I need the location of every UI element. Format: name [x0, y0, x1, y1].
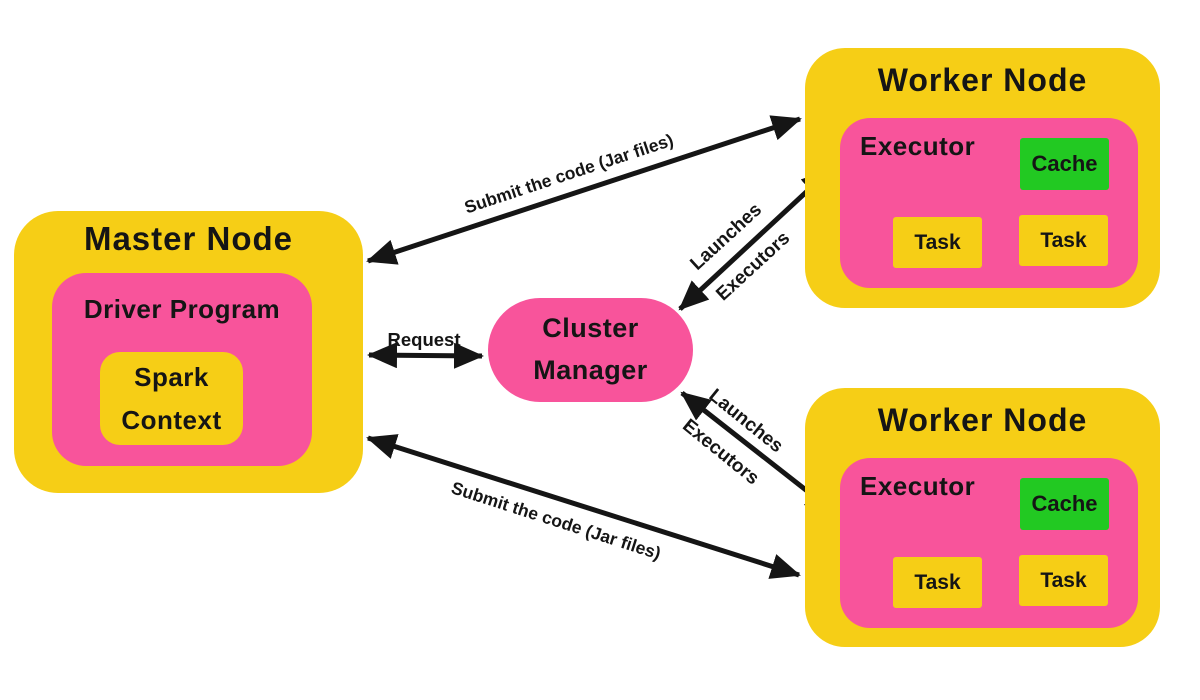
executor-top-label: Executor — [860, 131, 976, 161]
launches-executors-bottom-label: Launches Executors — [672, 377, 794, 497]
task-box: Task — [893, 217, 982, 268]
task-box: Task — [1019, 555, 1108, 606]
spark-context-line1: Spark — [134, 362, 209, 393]
task-box: Task — [893, 557, 982, 608]
worker-node-top-box: Worker Node Executor Cache Task Task — [805, 48, 1160, 308]
cache-top-box: Cache — [1020, 138, 1109, 190]
executor-bottom-label: Executor — [860, 471, 976, 501]
cluster-manager-box: Cluster Manager — [488, 298, 693, 402]
cluster-manager-line1: Cluster — [542, 313, 639, 344]
worker-node-top-title: Worker Node — [877, 62, 1088, 98]
driver-program-box: Driver Program Spark Context — [52, 273, 312, 466]
executor-top-box: Executor Cache Task Task — [840, 118, 1138, 288]
cluster-manager-line2: Manager — [533, 355, 648, 385]
executor-bottom-box: Executor Cache Task Task — [840, 458, 1138, 628]
request-label: Request — [387, 329, 461, 350]
submit-code-top-label: Submit the code (Jar files) — [461, 129, 676, 218]
worker-node-bottom-box: Worker Node Executor Cache Task Task — [805, 388, 1160, 647]
submit-code-bottom-label: Submit the code (Jar files) — [448, 477, 664, 564]
launches-executors-top-label: Launches Executors — [679, 192, 801, 313]
master-node-box: Master Node Driver Program Spark Context — [14, 211, 363, 493]
arrow-request — [367, 342, 484, 369]
master-node-title: Master Node — [83, 220, 294, 257]
spark-context-line2: Context — [121, 404, 222, 435]
driver-program-title: Driver Program — [83, 294, 281, 324]
worker-node-bottom-title: Worker Node — [877, 402, 1088, 438]
spark-context-box: Spark Context — [100, 352, 243, 445]
task-box: Task — [1019, 215, 1108, 266]
cache-bottom-box: Cache — [1020, 478, 1109, 530]
